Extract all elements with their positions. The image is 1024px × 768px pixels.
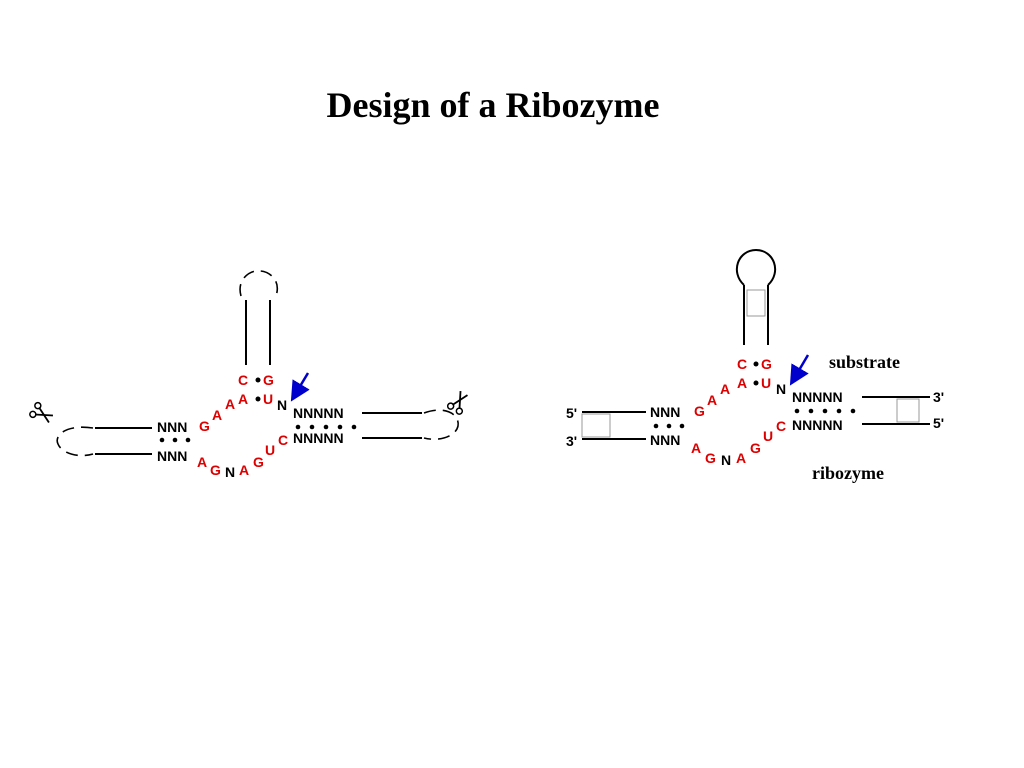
left-lower-g2: G bbox=[253, 454, 264, 470]
left-lower-g: G bbox=[210, 462, 221, 478]
right-nt-a: A bbox=[737, 375, 747, 391]
left-upper-nnn: NNN bbox=[157, 419, 187, 435]
right-nt-g: G bbox=[761, 356, 772, 372]
left-stem3-dots bbox=[295, 424, 357, 430]
right-lower-nnn: NNN bbox=[650, 432, 680, 448]
cleavage-arrow-icon bbox=[290, 372, 310, 402]
left-upper-nnnnn: NNNNN bbox=[293, 405, 344, 421]
left-lower-u: U bbox=[265, 442, 275, 458]
right-hammerhead: C G A U NNN G A A N NNNNN NNN A G N A G … bbox=[566, 248, 944, 483]
left-lower-a: A bbox=[197, 454, 207, 470]
right-pair-dot bbox=[753, 380, 759, 386]
label-substrate: substrate bbox=[829, 352, 900, 372]
right-stem1-box bbox=[581, 413, 611, 438]
scissors-icon bbox=[446, 391, 468, 415]
left-upper-a2: A bbox=[225, 396, 235, 412]
left-lower-nnnnn: NNNNN bbox=[293, 430, 344, 446]
left-dashed-loop-left bbox=[56, 426, 94, 457]
left-stem1-dots bbox=[159, 437, 191, 443]
left-lower-c: C bbox=[278, 432, 288, 448]
left-hammerhead: C G A U NNN G A A N NNNNN NNN A G N A G … bbox=[29, 270, 468, 480]
right-end-5-left: 5' bbox=[566, 405, 577, 421]
right-stem3-dots bbox=[794, 408, 856, 414]
right-pair-dot bbox=[753, 361, 759, 367]
left-nt-a: A bbox=[238, 391, 248, 407]
left-cleave-n: N bbox=[277, 397, 287, 413]
right-lower-n: N bbox=[721, 452, 731, 468]
right-lower-nnnnn: NNNNN bbox=[792, 417, 843, 433]
right-upper-a1: A bbox=[707, 392, 717, 408]
right-end-3-left: 3' bbox=[566, 433, 577, 449]
right-upper-nnnnn: NNNNN bbox=[792, 389, 843, 405]
left-nt-g: G bbox=[263, 372, 274, 388]
right-lower-u: U bbox=[763, 428, 773, 444]
right-lower-g2: G bbox=[750, 440, 761, 456]
left-dashed-loop-right bbox=[423, 409, 459, 441]
label-ribozyme: ribozyme bbox=[812, 463, 884, 483]
right-lower-a: A bbox=[691, 440, 701, 456]
right-end-3-right: 3' bbox=[933, 389, 944, 405]
right-loop-top bbox=[735, 248, 777, 286]
right-upper-g: G bbox=[694, 403, 705, 419]
right-lower-g: G bbox=[705, 450, 716, 466]
left-upper-g: G bbox=[199, 418, 210, 434]
left-pair-dot bbox=[255, 396, 261, 402]
right-stem3-box bbox=[896, 398, 920, 423]
right-end-5-right: 5' bbox=[933, 415, 944, 431]
right-cleave-n: N bbox=[776, 381, 786, 397]
right-upper-nnn: NNN bbox=[650, 404, 680, 420]
left-pair-dot bbox=[255, 377, 261, 383]
slide-title: Design of a Ribozyme bbox=[326, 85, 660, 125]
right-lower-c: C bbox=[776, 418, 786, 434]
cleavage-arrow-icon bbox=[789, 354, 810, 386]
left-lower-nnn: NNN bbox=[157, 448, 187, 464]
left-dashed-loop-top bbox=[239, 270, 279, 297]
right-nt-u: U bbox=[761, 375, 771, 391]
right-stem1-dots bbox=[653, 423, 685, 429]
right-stem2-box bbox=[746, 289, 766, 317]
right-upper-a2: A bbox=[720, 381, 730, 397]
left-lower-a2: A bbox=[239, 462, 249, 478]
right-lower-a2: A bbox=[736, 450, 746, 466]
left-nt-u: U bbox=[263, 391, 273, 407]
left-lower-n: N bbox=[225, 464, 235, 480]
left-nt-c: C bbox=[238, 372, 248, 388]
right-nt-c: C bbox=[737, 356, 747, 372]
left-upper-a1: A bbox=[212, 407, 222, 423]
scissors-icon bbox=[29, 401, 53, 423]
